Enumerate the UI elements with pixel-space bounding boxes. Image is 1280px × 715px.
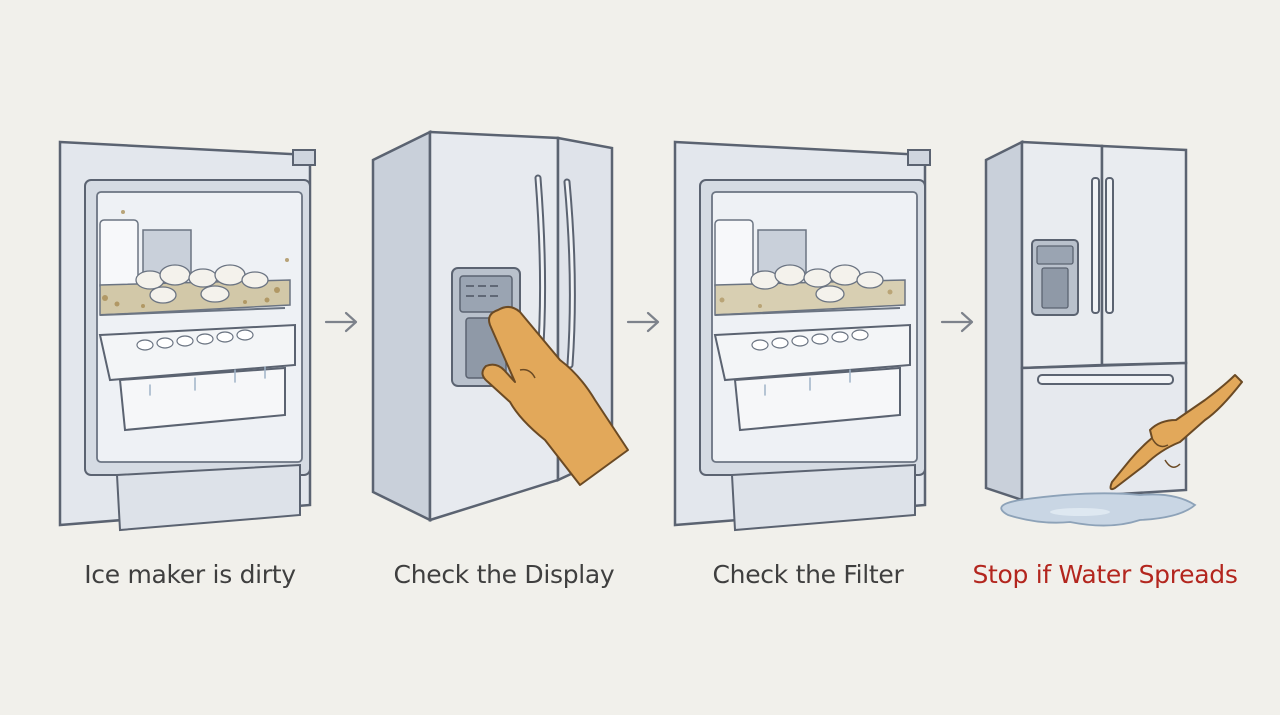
open-freezer-filter: [673, 140, 931, 532]
arrow-right-icon: [626, 311, 660, 333]
step-1-caption: Ice maker is dirty: [84, 560, 296, 589]
arrow-right-icon: [324, 311, 358, 333]
step-4-caption: Stop if Water Spreads: [972, 560, 1238, 589]
step-2-illustration: [370, 120, 660, 550]
step-2-caption: Check the Display: [393, 560, 615, 589]
step-4-illustration: [980, 120, 1270, 550]
fridge-dispenser-display: [371, 129, 629, 523]
step-3-caption: Check the Filter: [712, 560, 904, 589]
open-freezer-dirty-ice-maker: [58, 140, 316, 532]
step-1-illustration: [55, 120, 345, 550]
arrow-right-icon: [940, 311, 974, 333]
fridge-water-leak: [984, 139, 1243, 527]
step-3-illustration: [670, 120, 960, 550]
